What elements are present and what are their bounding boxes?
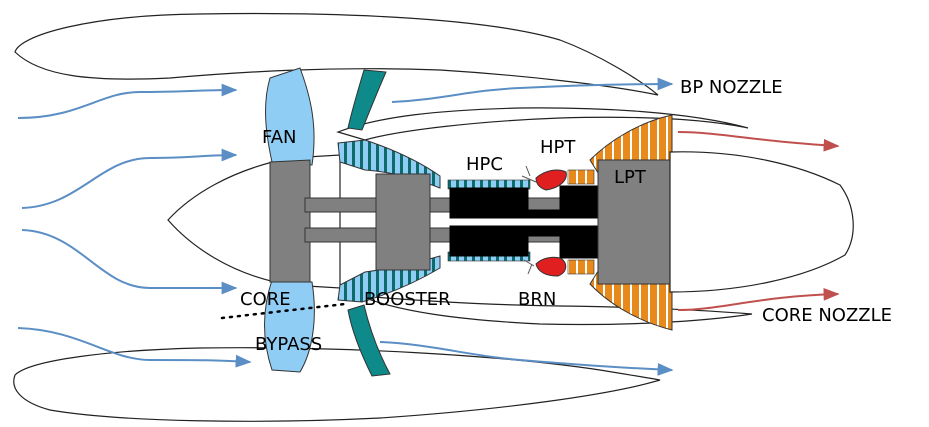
fan-disk xyxy=(270,160,310,282)
label-booster: BOOSTER xyxy=(364,289,451,310)
label-brn: BRN xyxy=(518,289,556,310)
hp-spool-lower xyxy=(450,226,598,258)
label-core-nozzle: CORE NOZZLE xyxy=(762,305,892,326)
flow-arrow xyxy=(678,132,838,146)
exhaust-plug xyxy=(670,152,853,292)
hpt-blades-upper xyxy=(568,170,594,184)
spinner xyxy=(168,155,340,288)
booster-disk xyxy=(376,174,430,270)
label-hpt: HPT xyxy=(540,137,576,158)
fuel-injector-lower xyxy=(524,260,534,274)
lower-nacelle xyxy=(14,348,660,422)
core-cowl-upper xyxy=(338,108,748,140)
label-fan: FAN xyxy=(262,127,296,148)
combustor-lower xyxy=(536,257,566,276)
fuel-injector-upper xyxy=(522,166,536,182)
label-bypass: BYPASS xyxy=(255,334,322,355)
hpt-blades-lower xyxy=(568,260,594,274)
upper-nacelle xyxy=(15,14,658,95)
hp-spool-upper xyxy=(450,186,598,218)
flow-arrow xyxy=(18,90,236,118)
label-bp-nozzle: BP NOZZLE xyxy=(680,77,783,98)
fan-blade-upper xyxy=(266,68,315,165)
label-core: CORE xyxy=(240,289,291,310)
label-hpc: HPC xyxy=(466,154,503,175)
label-lpt: LPT xyxy=(614,167,647,188)
